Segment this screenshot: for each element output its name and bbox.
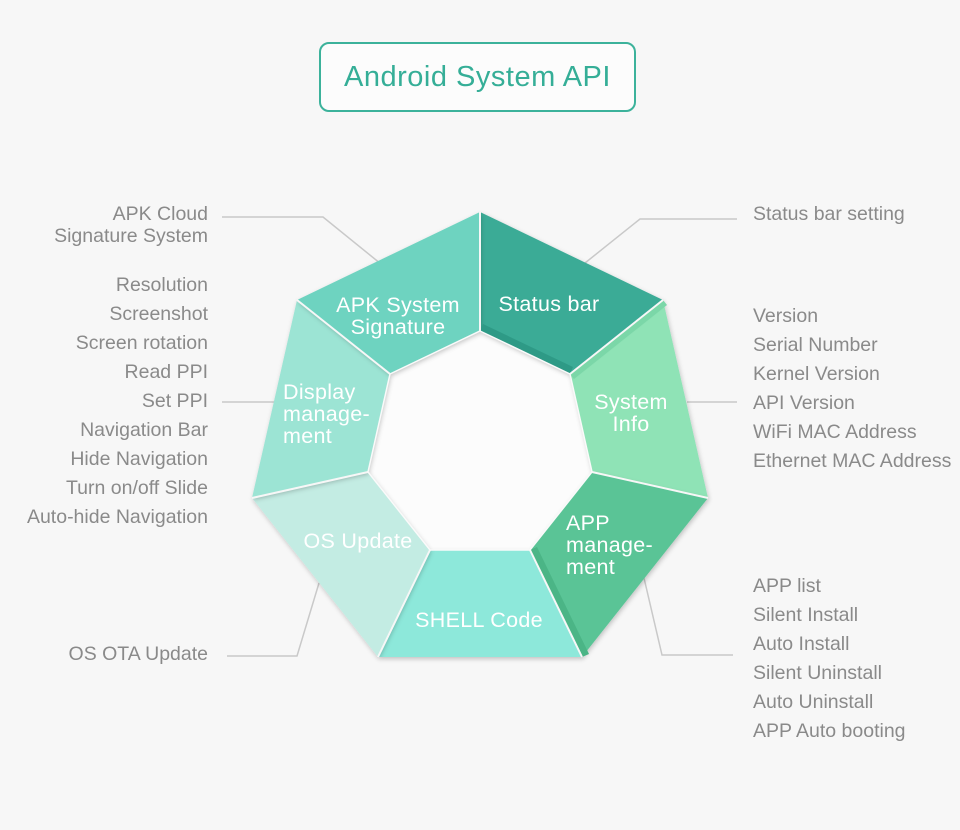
list-item: Ethernet MAC Address — [753, 450, 952, 472]
segment-apk-system-signature — [297, 212, 480, 374]
callout-lines — [222, 216, 737, 657]
callout-apk-cloud: APK Cloud Signature System — [54, 203, 208, 247]
apk-system-signature-shape — [297, 212, 480, 374]
os-ota-callout-line — [227, 582, 320, 657]
label-system-info: System Info — [594, 390, 668, 436]
list-item: Hide Navigation — [70, 448, 208, 470]
list-item: Kernel Version — [753, 363, 880, 385]
list-item: Turn on/off Slide — [65, 477, 208, 499]
divider-systeminfo-app — [591, 471, 709, 499]
inner-heptagon-outline — [367, 330, 593, 551]
os-update-shape — [252, 472, 430, 657]
callout-system-info-list: Version Serial Number Kernel Version API… — [753, 302, 951, 476]
segment-app-management — [530, 472, 708, 657]
list-item: Screenshot — [109, 303, 208, 325]
list-item: Silent Install — [753, 604, 859, 626]
divider-app-shell — [529, 549, 583, 658]
page-title: Android System API — [344, 60, 611, 93]
list-item: Auto Install — [753, 633, 850, 655]
label-status-bar: Status bar — [498, 292, 600, 316]
apk-cloud-callout-line — [222, 216, 382, 265]
callout-os-ota: OS OTA Update — [68, 643, 208, 665]
title-box: Android System API — [319, 42, 636, 112]
list-item: Serial Number — [753, 334, 878, 356]
segment-status-bar — [480, 212, 663, 374]
divider-display-apk — [296, 299, 391, 375]
label-apk-system-signature: APK System Signature — [336, 293, 460, 339]
inner-heptagon — [368, 331, 592, 550]
callout-app-list: APP list Silent Install Auto Install Sil… — [753, 572, 906, 746]
status-bar-setting-callout-line — [584, 218, 737, 264]
list-item: Read PPI — [124, 361, 208, 383]
app-management-bevel — [530, 547, 589, 657]
list-item: Resolution — [115, 274, 208, 296]
segment-shell-code — [378, 550, 582, 657]
label-os-update: OS Update — [303, 529, 413, 553]
divider-shell-osupdate — [377, 549, 431, 658]
list-item: Screen rotation — [75, 332, 208, 354]
system-info-bevel — [570, 300, 667, 379]
shell-code-shape — [378, 550, 582, 657]
list-item: APP Auto booting — [753, 720, 906, 742]
list-item: API Version — [753, 392, 855, 414]
label-shell-code: SHELL Code — [415, 608, 543, 632]
list-item: WiFi MAC Address — [753, 421, 917, 443]
list-item: APP list — [753, 575, 821, 597]
segment-dividers — [251, 212, 709, 658]
divider-osupdate-display — [251, 471, 369, 499]
segment-os-update — [252, 472, 430, 657]
label-app-management: APP manage- ment — [566, 511, 653, 579]
divider-status-systeminfo — [569, 299, 664, 375]
callout-status-bar-setting: Status bar setting — [753, 203, 905, 225]
segment-display-management — [252, 300, 390, 498]
list-item: Version — [753, 305, 819, 327]
app-list-callout-line — [643, 577, 733, 656]
list-item: Auto-hide Navigation — [26, 506, 208, 528]
list-item: Auto Uninstall — [753, 691, 874, 713]
list-item: Navigation Bar — [80, 419, 208, 441]
label-display-management: Display manage- ment — [283, 380, 370, 448]
list-item: Silent Uninstall — [753, 662, 882, 684]
display-management-shape — [252, 300, 390, 498]
list-item: Set PPI — [141, 390, 208, 412]
status-bar-shape — [480, 212, 663, 374]
callout-display-list: Resolution Screenshot Screen rotation Re… — [27, 271, 208, 532]
status-bar-bevel — [480, 324, 573, 374]
app-management-shape — [530, 472, 708, 657]
